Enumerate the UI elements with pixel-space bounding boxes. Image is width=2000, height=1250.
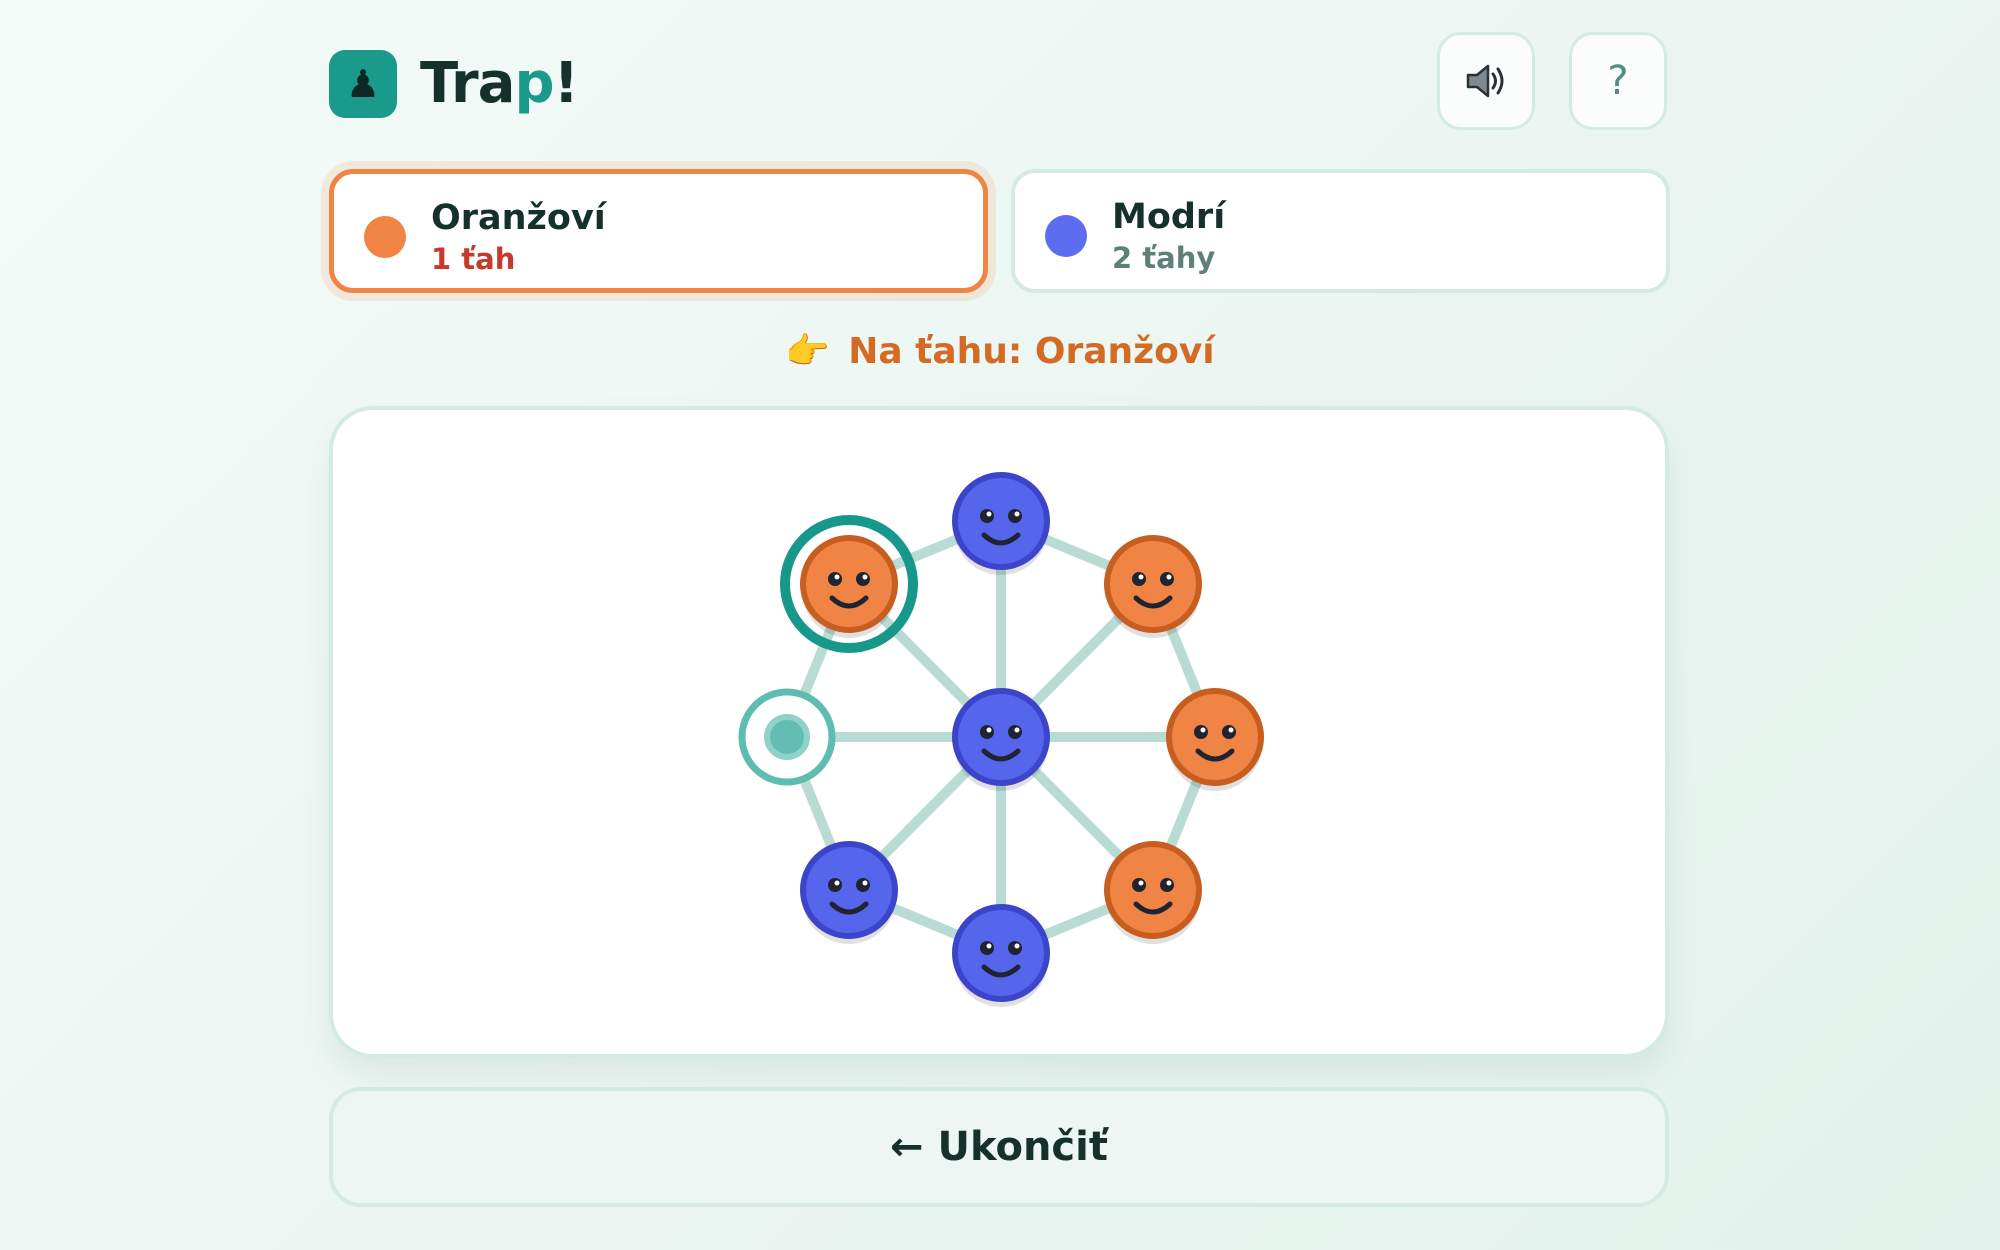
game-board bbox=[329, 406, 1669, 1058]
help-icon: ? bbox=[1607, 58, 1629, 104]
piece-eye-glint bbox=[1138, 574, 1144, 580]
board-node-bottom-left bbox=[800, 841, 898, 944]
app-title: Trap! bbox=[420, 51, 579, 116]
piece-smile bbox=[981, 964, 1021, 978]
player-moves: 1 ťah bbox=[431, 242, 516, 276]
orange-team-dot bbox=[364, 216, 406, 258]
blue-team-dot bbox=[1045, 215, 1087, 257]
piece-smile bbox=[981, 748, 1021, 762]
piece-eye-glint bbox=[1166, 880, 1172, 886]
logo-icon: ♟ bbox=[329, 50, 397, 118]
turn-text: Na ťahu: Oranžoví bbox=[848, 331, 1215, 372]
board-node-left[interactable] bbox=[738, 688, 836, 786]
piece-eye-left bbox=[828, 878, 842, 892]
board-node-center bbox=[952, 688, 1050, 791]
piece-eye-glint bbox=[1200, 727, 1206, 733]
player-name: Oranžoví bbox=[431, 198, 606, 238]
player-moves: 2 ťahy bbox=[1112, 241, 1216, 275]
board-node-bottom bbox=[952, 904, 1050, 1007]
blue-piece bbox=[800, 841, 898, 939]
piece-eye-glint bbox=[1014, 511, 1020, 517]
piece-eye-right bbox=[1008, 725, 1022, 739]
speaker-icon bbox=[1466, 64, 1504, 98]
turn-indicator: 👉 Na ťahu: Oranžoví bbox=[0, 330, 2000, 372]
piece-eye-glint bbox=[986, 511, 992, 517]
piece-eye-left bbox=[1132, 572, 1146, 586]
player-card-blue: Modrí 2 ťahy bbox=[1011, 169, 1670, 293]
exit-label: ← Ukončiť bbox=[890, 1124, 1108, 1170]
piece-eye-left bbox=[1194, 725, 1208, 739]
piece-eye-glint bbox=[1014, 727, 1020, 733]
piece-eye-glint bbox=[862, 880, 868, 886]
piece-eye-glint bbox=[834, 880, 840, 886]
piece-eye-right bbox=[1160, 572, 1174, 586]
blue-piece bbox=[952, 904, 1050, 1002]
player-name: Modrí bbox=[1112, 197, 1226, 237]
board-graph bbox=[738, 472, 1264, 1007]
player-card-orange: Oranžoví 1 ťah bbox=[329, 169, 988, 293]
board-node-bottom-right[interactable] bbox=[1104, 841, 1202, 944]
piece-eye-right bbox=[1008, 941, 1022, 955]
piece-eye-glint bbox=[986, 727, 992, 733]
exit-button[interactable]: ← Ukončiť bbox=[329, 1087, 1669, 1207]
piece-eye-right bbox=[856, 878, 870, 892]
piece-eye-glint bbox=[834, 574, 840, 580]
piece-eye-left bbox=[980, 509, 994, 523]
piece-eye-glint bbox=[1166, 574, 1172, 580]
piece-eye-glint bbox=[1228, 727, 1234, 733]
piece-eye-right bbox=[1222, 725, 1236, 739]
piece-eye-left bbox=[980, 941, 994, 955]
piece-eye-left bbox=[828, 572, 842, 586]
piece-eye-glint bbox=[862, 574, 868, 580]
move-target-dot bbox=[764, 714, 810, 760]
selection-ring bbox=[780, 515, 918, 653]
pointing-hand-icon: 👉 bbox=[785, 331, 831, 372]
piece-eye-left bbox=[980, 725, 994, 739]
piece-eye-right bbox=[856, 572, 870, 586]
piece-eye-glint bbox=[1014, 943, 1020, 949]
orange-piece bbox=[800, 535, 898, 633]
orange-piece bbox=[1166, 688, 1264, 786]
board-node-top bbox=[952, 472, 1050, 575]
piece-smile bbox=[829, 595, 869, 609]
help-button[interactable]: ? bbox=[1569, 32, 1667, 130]
board-node-top-right[interactable] bbox=[1104, 535, 1202, 638]
board-node-right[interactable] bbox=[1166, 688, 1264, 791]
piece-eye-glint bbox=[1138, 880, 1144, 886]
piece-eye-right bbox=[1008, 509, 1022, 523]
header: ♟ Trap! ? bbox=[329, 32, 1669, 136]
piece-eye-glint bbox=[986, 943, 992, 949]
piece-eye-right bbox=[1160, 878, 1174, 892]
piece-smile bbox=[1133, 595, 1173, 609]
piece-eye-left bbox=[1132, 878, 1146, 892]
blue-piece bbox=[952, 472, 1050, 570]
sound-button[interactable] bbox=[1437, 32, 1535, 130]
piece-smile bbox=[1133, 901, 1173, 915]
orange-piece bbox=[1104, 535, 1202, 633]
piece-smile bbox=[829, 901, 869, 915]
blue-piece bbox=[952, 688, 1050, 786]
orange-piece bbox=[1104, 841, 1202, 939]
piece-smile bbox=[1195, 748, 1235, 762]
piece-smile bbox=[981, 532, 1021, 546]
board-node-top-left[interactable] bbox=[780, 515, 918, 653]
